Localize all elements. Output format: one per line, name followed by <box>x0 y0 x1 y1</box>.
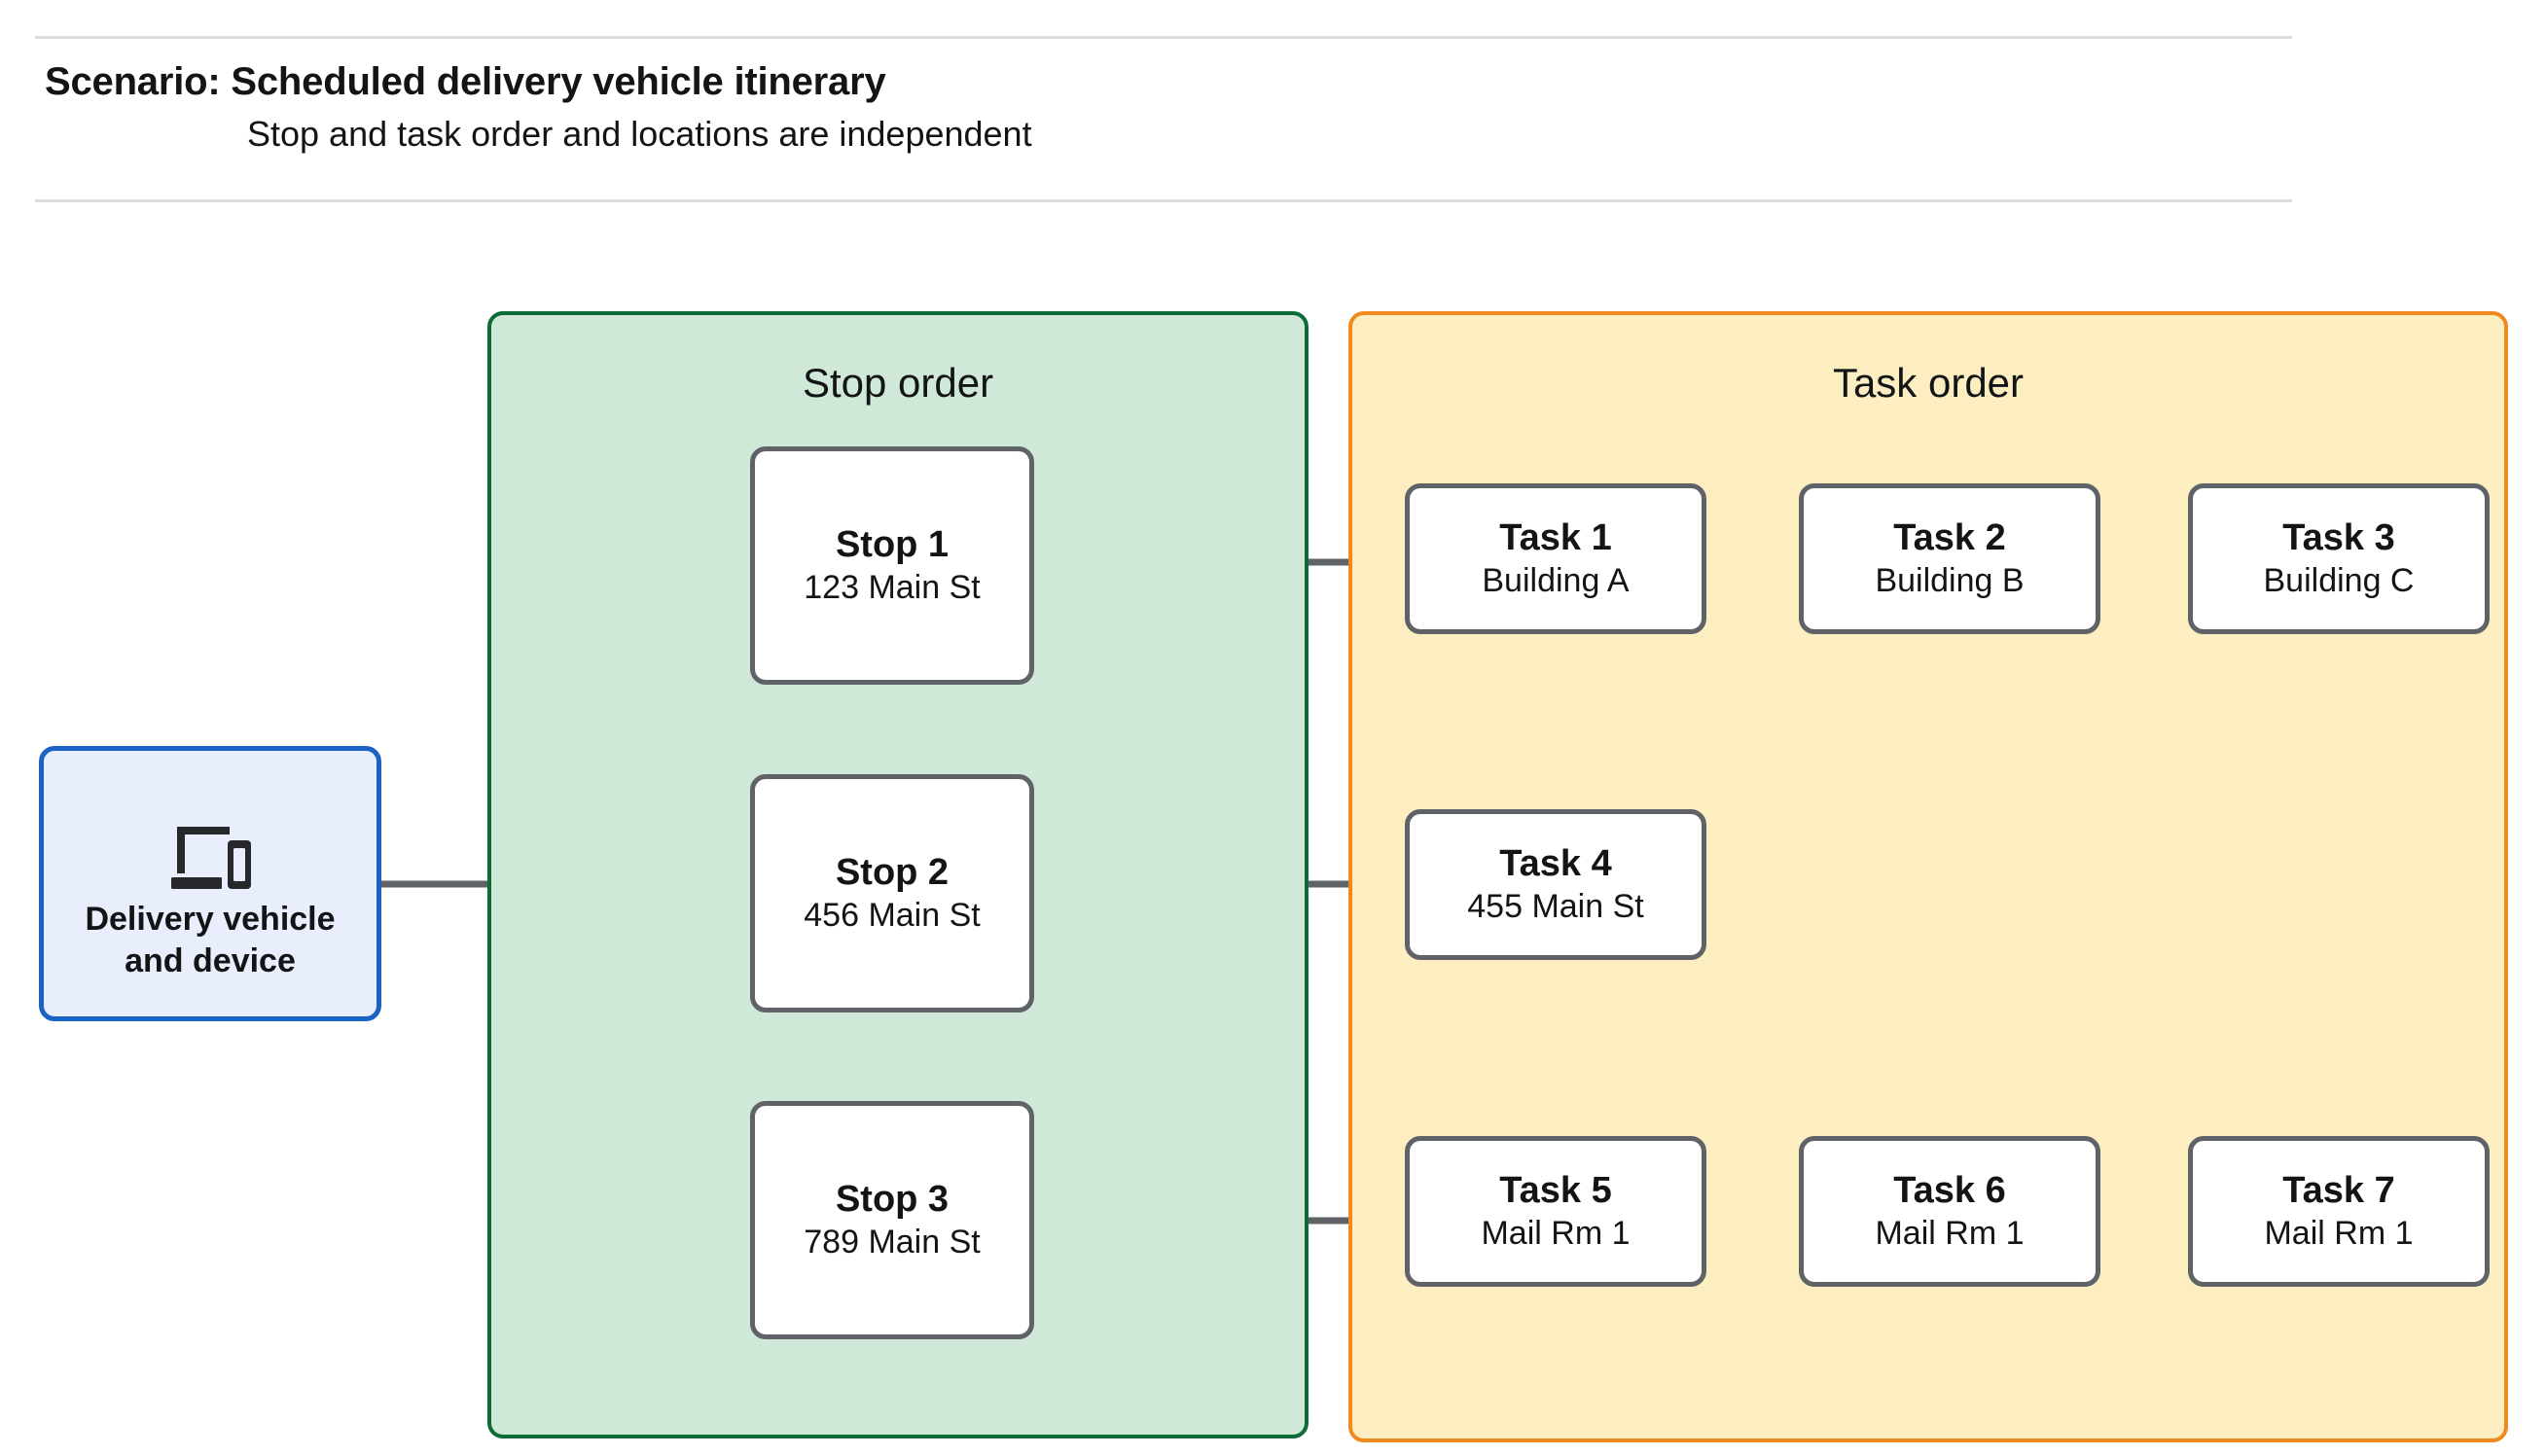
task-node-5[interactable]: Task 5 Mail Rm 1 <box>1405 1136 1706 1287</box>
task-node-3-title: Task 3 <box>2282 516 2395 558</box>
task-node-7-location: Mail Rm 1 <box>2264 1215 2414 1253</box>
stop-node-2-address: 456 Main St <box>804 897 981 935</box>
stop-node-1-title: Stop 1 <box>835 523 950 565</box>
stop-node-3[interactable]: Stop 3 789 Main St <box>750 1101 1034 1339</box>
task-node-2-title: Task 2 <box>1893 516 2006 558</box>
delivery-vehicle-label: Delivery vehicle and device <box>44 899 377 981</box>
stop-node-1-address: 123 Main St <box>804 569 981 607</box>
delivery-vehicle-label-line2: and device <box>125 941 296 979</box>
task-node-6-location: Mail Rm 1 <box>1875 1215 2025 1253</box>
header-divider-bottom <box>35 199 2292 202</box>
stop-node-1[interactable]: Stop 1 123 Main St <box>750 446 1034 685</box>
task-order-title: Task order <box>1832 360 2025 406</box>
page-title: Scenario: Scheduled delivery vehicle iti… <box>45 60 886 103</box>
header-divider-top <box>35 36 2292 39</box>
task-node-3-location: Building C <box>2263 562 2415 600</box>
task-node-6[interactable]: Task 6 Mail Rm 1 <box>1799 1136 2100 1287</box>
stop-node-3-address: 789 Main St <box>804 1224 981 1261</box>
task-node-6-title: Task 6 <box>1893 1169 2006 1211</box>
task-node-4-location: 455 Main St <box>1467 888 1644 926</box>
stop-node-2-title: Stop 2 <box>835 851 950 893</box>
stop-node-3-title: Stop 3 <box>835 1178 950 1220</box>
task-node-5-title: Task 5 <box>1499 1169 1612 1211</box>
devices-laptop-phone-icon <box>171 826 251 889</box>
task-node-2-location: Building B <box>1875 562 2025 600</box>
task-node-3[interactable]: Task 3 Building C <box>2188 483 2490 634</box>
task-node-4-title: Task 4 <box>1499 842 1612 884</box>
delivery-vehicle-node[interactable]: Delivery vehicle and device <box>39 746 381 1021</box>
task-node-5-location: Mail Rm 1 <box>1481 1215 1631 1253</box>
task-node-1-title: Task 1 <box>1499 516 1612 558</box>
task-node-1[interactable]: Task 1 Building A <box>1405 483 1706 634</box>
task-node-4[interactable]: Task 4 455 Main St <box>1405 809 1706 960</box>
stop-order-title: Stop order <box>802 360 994 406</box>
delivery-vehicle-label-line1: Delivery vehicle <box>85 901 336 938</box>
task-node-2[interactable]: Task 2 Building B <box>1799 483 2100 634</box>
stop-node-2[interactable]: Stop 2 456 Main St <box>750 774 1034 1012</box>
task-node-1-location: Building A <box>1482 562 1630 600</box>
task-node-7[interactable]: Task 7 Mail Rm 1 <box>2188 1136 2490 1287</box>
task-node-7-title: Task 7 <box>2282 1169 2395 1211</box>
page-subtitle: Stop and task order and locations are in… <box>247 114 1032 154</box>
